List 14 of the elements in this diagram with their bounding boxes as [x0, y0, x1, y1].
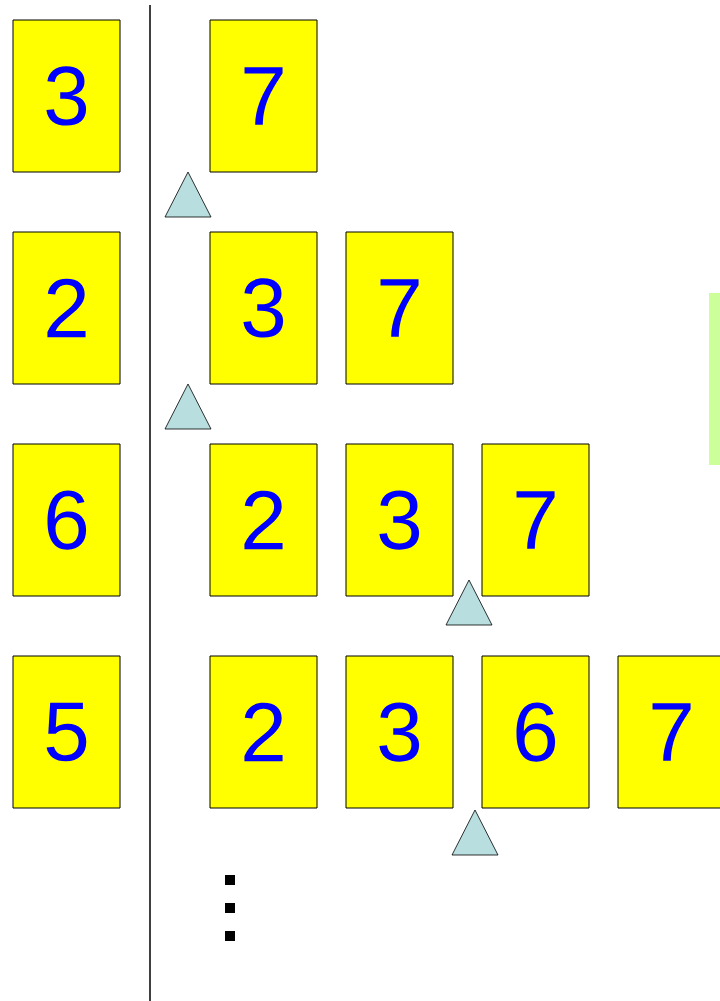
- number-card: 7: [481, 443, 590, 597]
- number-card: 2: [12, 231, 121, 385]
- number-card: 6: [481, 655, 590, 809]
- number-card: 2: [209, 655, 318, 809]
- number-card: 3: [209, 231, 318, 385]
- number-card: 3: [345, 655, 454, 809]
- number-card: 7: [617, 655, 720, 809]
- number-card: 7: [209, 19, 318, 173]
- number-card: 2: [209, 443, 318, 597]
- number-card: 5: [12, 655, 121, 809]
- number-card: 7: [345, 231, 454, 385]
- number-card: 6: [12, 443, 121, 597]
- number-card: 3: [345, 443, 454, 597]
- number-card: 3: [12, 19, 121, 173]
